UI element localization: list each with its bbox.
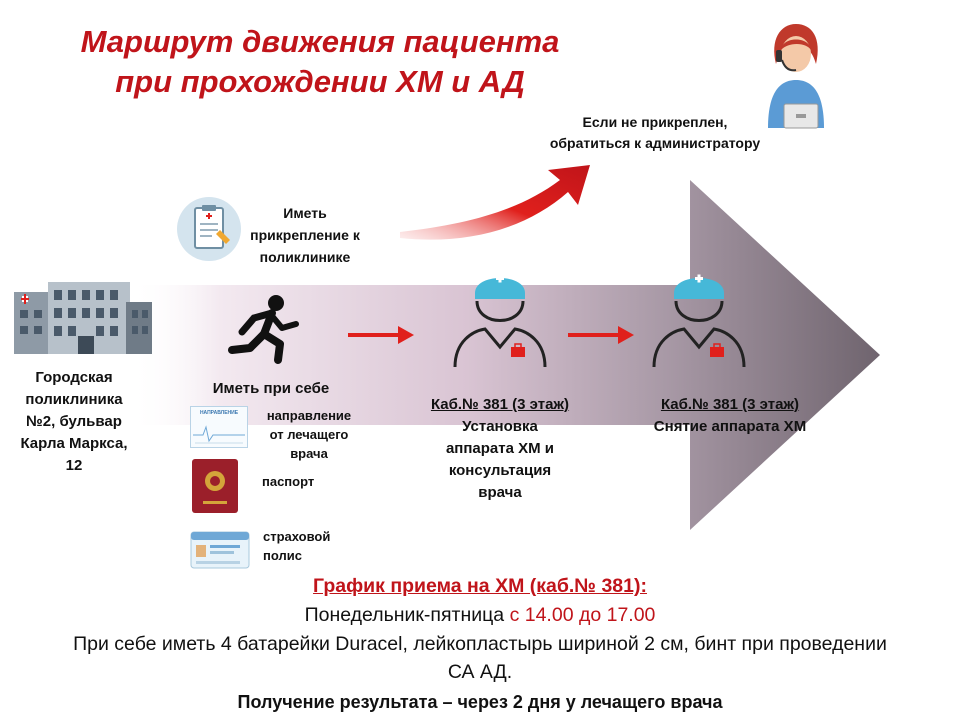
- schedule-heading-text: График приема на ХМ (каб.№ 381):: [313, 575, 647, 597]
- bring-heading: Иметь при себе: [212, 380, 330, 397]
- insurance-card-icon: [190, 531, 250, 569]
- passport-label: паспорт: [262, 474, 315, 489]
- referral-line-2: от лечащего: [269, 427, 349, 442]
- clinic-building-icon: [14, 282, 152, 354]
- passport-icon: [192, 459, 238, 513]
- schedule-hours: с 14.00 до 17.00: [509, 604, 656, 626]
- admin-note: Если не прикреплен, обратиться к админис…: [520, 112, 790, 154]
- referral-line-3: врача: [290, 446, 328, 461]
- admin-note-line-1: Если не прикреплен,: [582, 114, 728, 130]
- attachment-note-line-1: Иметь: [283, 205, 327, 221]
- schedule-items-line-1: При себе иметь 4 батарейки Duracel, лейк…: [73, 633, 887, 655]
- attachment-note: Иметь прикрепление к поликлинике: [240, 202, 370, 268]
- schedule-result: Получение результата – через 2 дня у леч…: [237, 692, 723, 712]
- step-2-line-1: Снятие аппарата ХМ: [653, 418, 807, 435]
- clinic-line-1: Городская: [35, 369, 113, 386]
- step-1-line-4: врача: [478, 484, 522, 501]
- step-1-line-2: аппарата ХМ и: [445, 440, 555, 457]
- administrator-icon: [768, 24, 824, 129]
- title-line-2: при прохождении ХМ и АД: [115, 64, 525, 99]
- step-2: Каб.№ 381 (3 этаж) Снятие аппарата ХМ: [630, 394, 830, 438]
- referral-label: направление от лечащего врача: [254, 406, 364, 463]
- policy-line-2: полис: [263, 548, 302, 563]
- doctor-icon: [652, 274, 746, 368]
- clinic-line-3: №2, бульвар: [26, 413, 122, 430]
- referral-line-1: направление: [266, 408, 352, 423]
- referral-document-icon: НАПРАВЛЕНИЕ: [190, 406, 248, 448]
- schedule-items-line-2: СА АД.: [447, 661, 513, 683]
- clinic-line-5: 12: [65, 457, 83, 474]
- step-1-room: Каб.№ 381 (3 этаж): [430, 396, 570, 413]
- referral-doc-text: НАПРАВЛЕНИЕ: [199, 410, 239, 416]
- doctor-icon: [453, 274, 547, 368]
- attachment-note-line-2: прикрепление к: [250, 227, 360, 243]
- policy-line-1: страховой: [263, 529, 331, 544]
- schedule-heading: График приема на ХМ (каб.№ 381):: [0, 572, 960, 600]
- running-man-icon: [228, 295, 299, 364]
- admin-note-line-2: обратиться к администратору: [549, 135, 761, 151]
- policy-label: страховой полис: [263, 527, 353, 565]
- step-1-line-3: консультация: [448, 462, 552, 479]
- page-title: Маршрут движения пациента при прохождени…: [40, 22, 600, 102]
- clipboard-icon: [177, 197, 241, 261]
- title-line-1: Маршрут движения пациента: [80, 24, 560, 59]
- attachment-note-line-3: поликлинике: [259, 249, 351, 265]
- step-2-room: Каб.№ 381 (3 этаж): [660, 396, 800, 413]
- step-1: Каб.№ 381 (3 этаж) Установка аппарата ХМ…: [410, 394, 590, 504]
- schedule-days-text: Понедельник-пятница: [304, 604, 510, 626]
- clinic-line-4: Карла Маркса,: [20, 435, 128, 452]
- step-1-line-1: Установка: [462, 418, 538, 435]
- clinic-address: Городская поликлиника №2, бульвар Карла …: [5, 367, 143, 477]
- clinic-line-2: поликлиника: [25, 391, 123, 408]
- schedule-days: Понедельник-пятница с 14.00 до 17.00: [0, 601, 960, 629]
